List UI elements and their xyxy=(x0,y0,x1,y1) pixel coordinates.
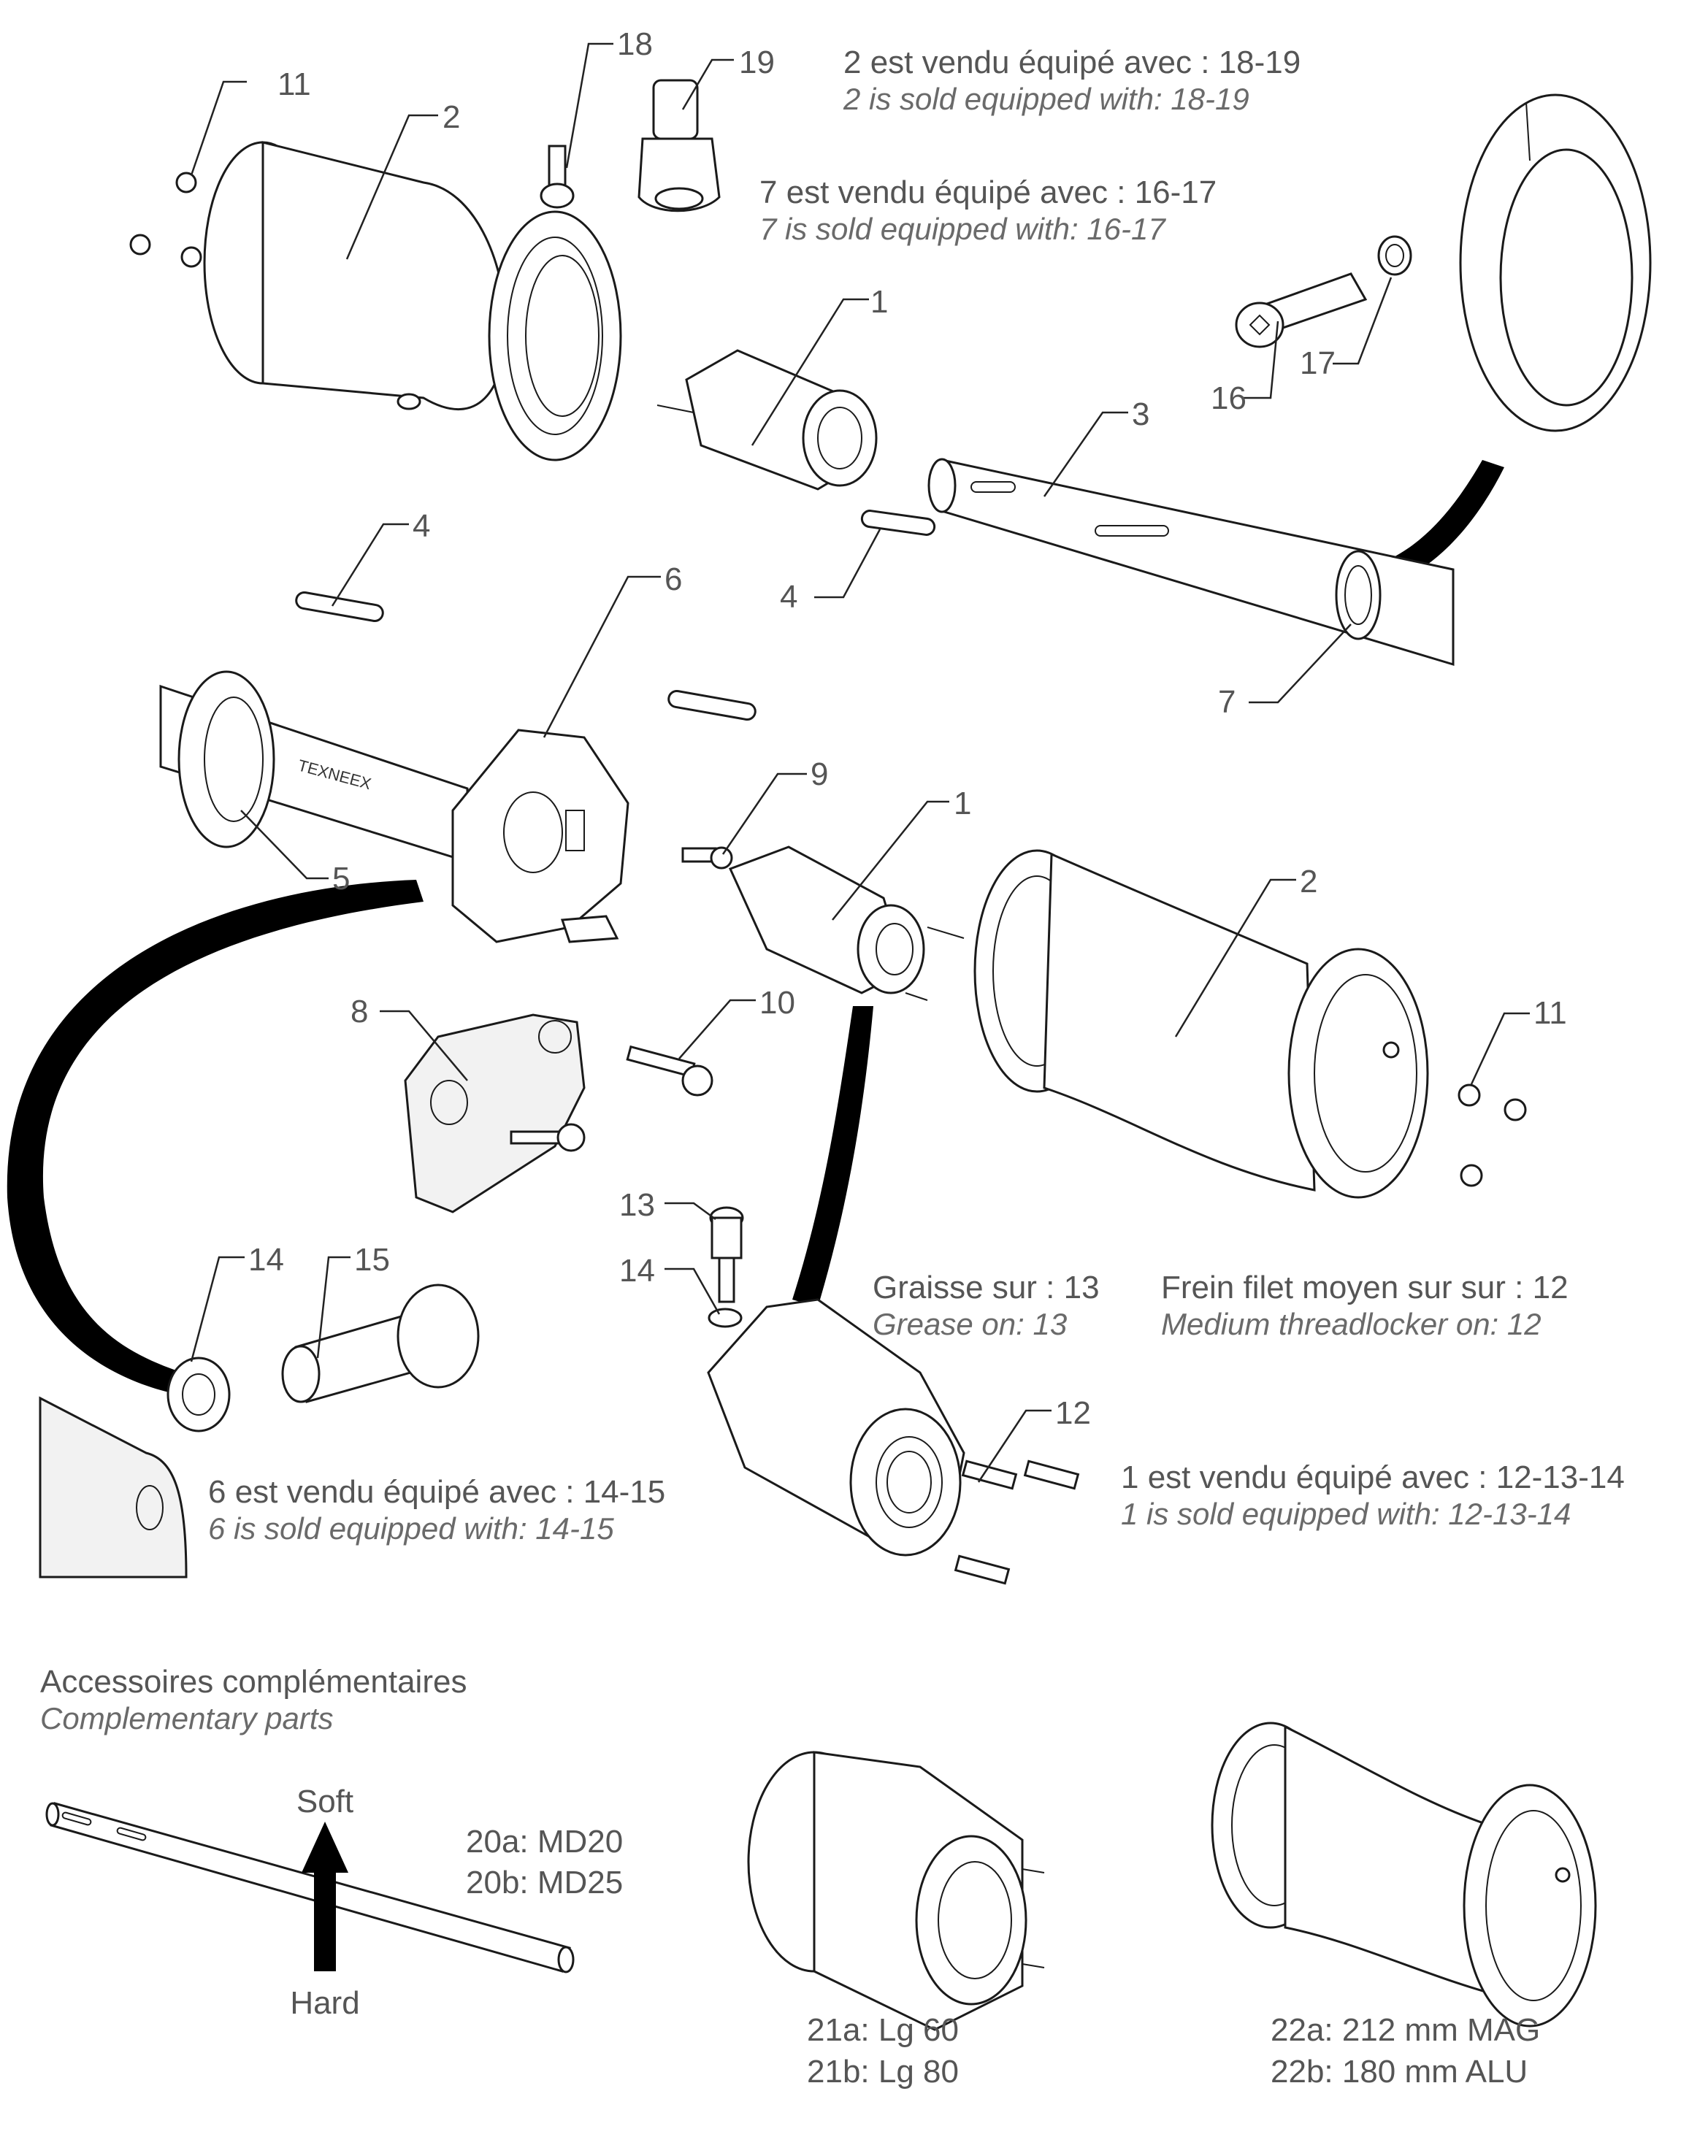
accessories-title-en: Complementary parts xyxy=(40,1701,333,1735)
wheel-nuts-11-top xyxy=(129,172,202,268)
washer-14-left xyxy=(166,1357,231,1432)
callout-12: 12 xyxy=(1055,1395,1091,1431)
hub-1-top xyxy=(656,349,878,491)
bolt-10 xyxy=(626,1045,713,1097)
tire-valve-19 xyxy=(637,79,721,212)
accessories-title-fr: Accessoires complémentaires xyxy=(40,1664,467,1700)
soft-label: Soft xyxy=(296,1784,353,1819)
note-1-fr: 1 est vendu équipé avec : 12-13-14 xyxy=(1121,1459,1625,1495)
note-6-fr: 6 est vendu équipé avec : 14-15 xyxy=(208,1474,665,1510)
callout-9: 9 xyxy=(811,756,828,792)
collar-ring-large xyxy=(1459,93,1652,432)
soft-hard-arrow-icon xyxy=(302,1822,348,1971)
rim-22a-label: 22a: 212 mm MAG xyxy=(1271,2012,1540,2048)
brake-plate-8 xyxy=(404,1013,586,1213)
callout-8: 8 xyxy=(351,994,368,1029)
bolt-16 xyxy=(1235,272,1368,348)
callout-11-right: 11 xyxy=(1533,995,1567,1031)
axle-20b-label: 20b: MD25 xyxy=(466,1865,623,1900)
note-7-fr: 7 est vendu équipé avec : 16-17 xyxy=(759,174,1217,210)
bearing-carrier-6 xyxy=(451,729,629,943)
callout-16: 16 xyxy=(1211,380,1246,416)
callout-1-middle: 1 xyxy=(954,786,971,821)
hub-1-bottom xyxy=(707,1298,965,1557)
locking-collar-7 xyxy=(1335,550,1382,640)
rim-22b-label: 22b: 180 mm ALU xyxy=(1271,2054,1528,2090)
callout-15: 15 xyxy=(354,1242,390,1278)
hub-1-middle xyxy=(728,845,965,1001)
wheel-rim-2-right xyxy=(973,849,1429,1199)
callout-19: 19 xyxy=(739,45,775,80)
callout-2-right: 2 xyxy=(1300,864,1317,899)
callout-2-top: 2 xyxy=(443,99,460,135)
wheel-rim-2-top xyxy=(203,141,622,461)
axle-20a-label: 20a: MD20 xyxy=(466,1824,623,1860)
callout-4-left: 4 xyxy=(413,508,430,544)
callout-11-top: 11 xyxy=(277,66,311,102)
valve-core-18 xyxy=(540,145,575,209)
bolt-13 xyxy=(709,1206,744,1303)
axle-20 xyxy=(45,1802,575,1973)
wheel-nuts-11-right xyxy=(1458,1083,1527,1187)
rim-22 xyxy=(1211,1722,1597,2028)
hub-21b-label: 21b: Lg 80 xyxy=(807,2054,959,2090)
note-grease-en: Grease on: 13 xyxy=(873,1307,1067,1341)
callout-18: 18 xyxy=(617,26,653,62)
leader-lines xyxy=(190,42,1530,1483)
callout-3: 3 xyxy=(1132,396,1149,432)
note-7-en: 7 is sold equipped with: 16-17 xyxy=(759,212,1166,246)
note-2-fr: 2 est vendu équipé avec : 18-19 xyxy=(843,45,1301,80)
notes: 2 est vendu équipé avec : 18-19 2 is sol… xyxy=(208,45,1625,1546)
connector-band-wheel-to-washer xyxy=(7,880,424,1393)
axle-stub-5: TEXNEEX xyxy=(159,670,469,864)
note-grease-fr: Graisse sur : 13 xyxy=(873,1270,1100,1305)
note-lock-fr: Frein filet moyen sur sur : 12 xyxy=(1161,1270,1569,1305)
callout-14-middle: 14 xyxy=(619,1253,655,1289)
studs-12 xyxy=(954,1459,1080,1585)
washer-17 xyxy=(1377,235,1412,276)
hub-21a-label: 21a: Lg 60 xyxy=(807,2012,959,2048)
callout-numbers: 11 2 18 19 1 3 16 17 4 4 6 7 5 9 1 2 8 1… xyxy=(248,26,1567,1431)
key-4-right xyxy=(860,510,936,536)
note-lock-en: Medium threadlocker on: 12 xyxy=(1161,1307,1542,1341)
callout-14-left: 14 xyxy=(248,1242,284,1278)
note-1-en: 1 is sold equipped with: 12-13-14 xyxy=(1121,1497,1571,1531)
key-4-left xyxy=(295,591,384,623)
key-4-middle xyxy=(667,689,757,721)
callout-10: 10 xyxy=(759,985,795,1021)
callout-7: 7 xyxy=(1218,684,1236,720)
washer-14-middle xyxy=(708,1308,743,1328)
bolt-9 xyxy=(681,846,733,870)
callout-4-right: 4 xyxy=(780,579,797,615)
callout-5: 5 xyxy=(332,861,350,897)
pin-15 xyxy=(281,1284,480,1403)
complementary-parts: Accessoires complémentaires Complementar… xyxy=(40,1664,1597,2090)
callout-6: 6 xyxy=(665,561,682,597)
callout-17: 17 xyxy=(1300,345,1336,381)
connector-band-hub-to-hub xyxy=(792,1006,873,1307)
hard-label: Hard xyxy=(290,1985,359,2021)
carrier-detail-cutout xyxy=(39,1396,188,1578)
hub-21 xyxy=(747,1751,1045,2031)
callout-1-top: 1 xyxy=(870,284,888,320)
note-6-en: 6 is sold equipped with: 14-15 xyxy=(208,1511,614,1546)
note-2-en: 2 is sold equipped with: 18-19 xyxy=(843,82,1249,116)
axle-3 xyxy=(927,458,1455,667)
callout-13: 13 xyxy=(619,1187,655,1223)
